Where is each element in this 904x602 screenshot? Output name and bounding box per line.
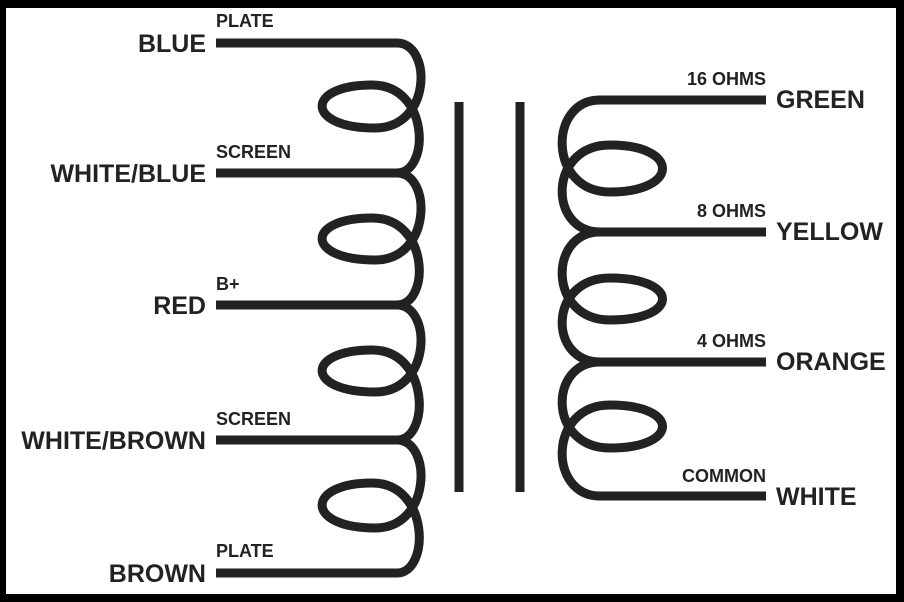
secondary-tap-4-ohms: 4 OHMS — [697, 331, 766, 351]
primary-wire-brown: BROWN — [109, 560, 206, 588]
secondary-tap-common: COMMON — [682, 466, 766, 486]
primary-wire-white-blue: WHITE/BLUE — [50, 160, 206, 188]
secondary-tap-16-ohms: 16 OHMS — [687, 69, 766, 89]
primary-tap-plate-bottom: PLATE — [216, 541, 274, 561]
secondary-wire-white: WHITE — [776, 483, 857, 511]
primary-winding — [216, 38, 426, 578]
primary-wire-red: RED — [153, 292, 206, 320]
secondary-coil — [557, 95, 667, 501]
primary-tap-screen-upper: SCREEN — [216, 142, 291, 162]
primary-wire-white-brown: WHITE/BROWN — [21, 427, 206, 455]
secondary-wire-green: GREEN — [776, 86, 865, 114]
primary-tap-plate-top: PLATE — [216, 11, 274, 31]
secondary-tap-8-ohms: 8 OHMS — [697, 201, 766, 221]
secondary-wire-yellow: YELLOW — [776, 218, 883, 246]
secondary-winding — [557, 95, 766, 501]
primary-wire-blue: BLUE — [138, 30, 206, 58]
primary-tap-b-plus: B+ — [216, 274, 240, 294]
primary-tap-screen-lower: SCREEN — [216, 409, 291, 429]
secondary-wire-orange: ORANGE — [776, 348, 886, 376]
